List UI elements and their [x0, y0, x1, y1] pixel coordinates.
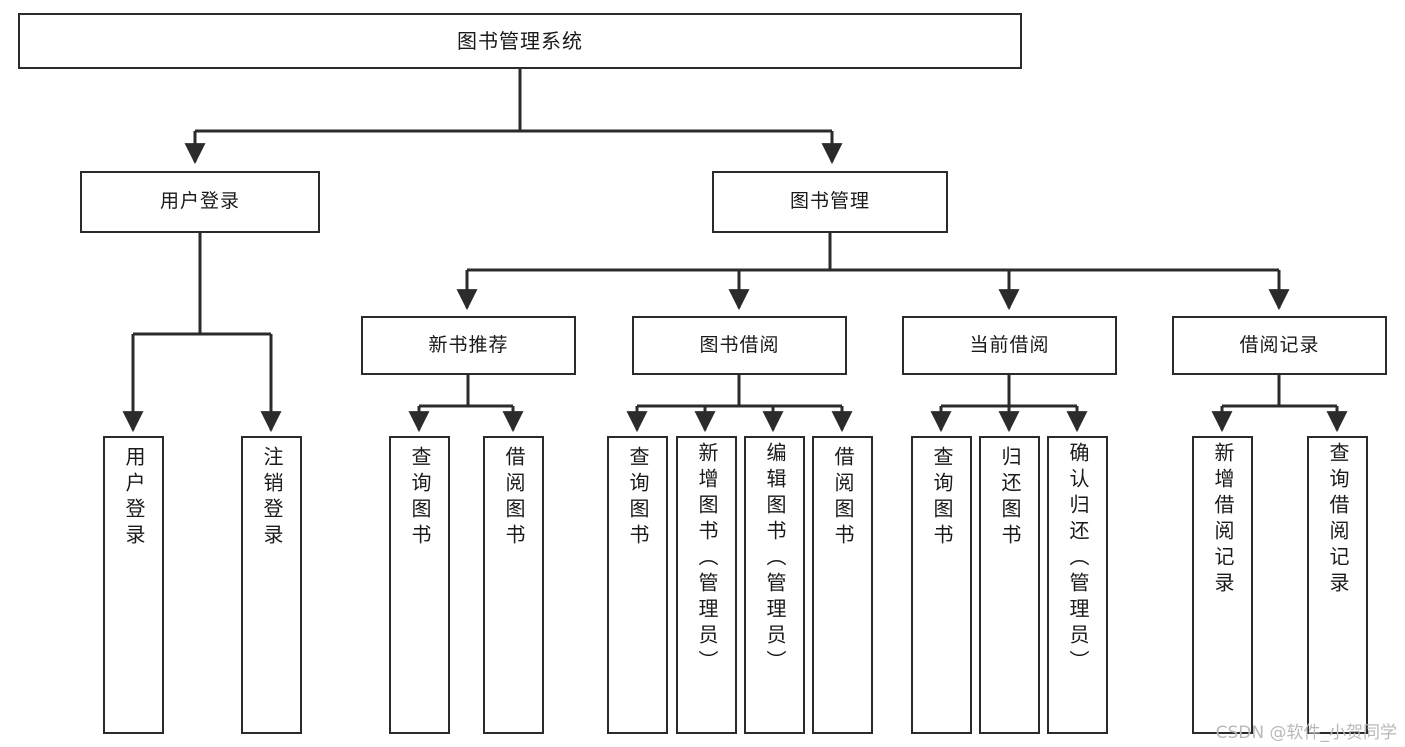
- node-leaf-add-borrow-record[interactable]: 新增借阅记录: [1192, 436, 1253, 734]
- watermark: CSDN @软件_小贺同学: [1215, 723, 1397, 743]
- node-current-borrow-label: 当前借阅: [969, 333, 1050, 356]
- node-leaf-borrow-book-1-label: 借阅图书: [502, 446, 526, 550]
- node-root[interactable]: 图书管理系统: [18, 13, 1022, 69]
- node-book-management-label: 图书管理: [789, 190, 870, 213]
- node-book-borrow[interactable]: 图书借阅: [632, 316, 847, 375]
- node-leaf-add-book[interactable]: 新增图书（管理员）: [676, 436, 737, 734]
- node-borrow-record-label: 借阅记录: [1239, 333, 1320, 356]
- node-leaf-add-borrow-record-label: 新增借阅记录: [1211, 442, 1235, 598]
- node-leaf-logout-login-label: 注销登录: [260, 446, 284, 550]
- node-leaf-confirm-return[interactable]: 确认归还（管理员）: [1047, 436, 1108, 734]
- node-user-login[interactable]: 用户登录: [80, 171, 320, 233]
- node-current-borrow[interactable]: 当前借阅: [902, 316, 1117, 375]
- node-leaf-add-book-label: 新增图书（管理员）: [695, 442, 719, 676]
- node-leaf-query-borrow-record-label: 查询借阅记录: [1326, 442, 1350, 598]
- node-leaf-query-book-3[interactable]: 查询图书: [911, 436, 972, 734]
- node-book-borrow-label: 图书借阅: [699, 333, 780, 356]
- node-leaf-user-login[interactable]: 用户登录: [103, 436, 164, 734]
- node-new-book-recommend[interactable]: 新书推荐: [361, 316, 576, 375]
- node-leaf-logout-login[interactable]: 注销登录: [241, 436, 302, 734]
- node-leaf-query-book-3-label: 查询图书: [930, 446, 954, 550]
- node-leaf-borrow-book-2-label: 借阅图书: [831, 446, 855, 550]
- node-leaf-user-login-label: 用户登录: [122, 446, 146, 550]
- node-leaf-edit-book-label: 编辑图书（管理员）: [763, 442, 787, 676]
- node-leaf-borrow-book-2[interactable]: 借阅图书: [812, 436, 873, 734]
- node-leaf-return-book-label: 归还图书: [998, 446, 1022, 550]
- node-leaf-query-book-2[interactable]: 查询图书: [607, 436, 668, 734]
- node-leaf-query-book-1[interactable]: 查询图书: [389, 436, 450, 734]
- node-leaf-confirm-return-label: 确认归还（管理员）: [1066, 442, 1090, 676]
- node-leaf-query-borrow-record[interactable]: 查询借阅记录: [1307, 436, 1368, 734]
- node-leaf-borrow-book-1[interactable]: 借阅图书: [483, 436, 544, 734]
- node-leaf-edit-book[interactable]: 编辑图书（管理员）: [744, 436, 805, 734]
- node-leaf-return-book[interactable]: 归还图书: [979, 436, 1040, 734]
- node-book-management[interactable]: 图书管理: [712, 171, 948, 233]
- node-leaf-query-book-2-label: 查询图书: [626, 446, 650, 550]
- node-new-book-recommend-label: 新书推荐: [428, 333, 509, 356]
- node-leaf-query-book-1-label: 查询图书: [408, 446, 432, 550]
- node-root-label: 图书管理系统: [457, 28, 583, 53]
- node-user-login-label: 用户登录: [159, 190, 240, 213]
- node-borrow-record[interactable]: 借阅记录: [1172, 316, 1387, 375]
